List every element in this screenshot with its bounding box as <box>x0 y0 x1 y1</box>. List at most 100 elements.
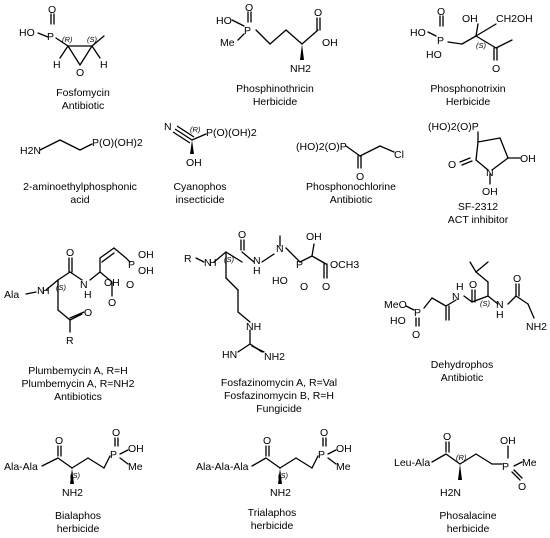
fosfomycin-ho: HO <box>19 27 35 39</box>
plumbemycin-h2: H <box>84 289 92 301</box>
plumbemycin-s: (S) <box>56 283 67 292</box>
bialaphos-name: Bialaphos <box>55 510 101 522</box>
sf2312-p: (HO)2(O)P <box>428 121 479 133</box>
fosfazinomycin-structure: R N H (S) O N H N P OH HO O O OCH3 NH HN… <box>184 229 359 415</box>
plumbemycin-o-am: O <box>66 247 74 259</box>
sf2312-o: O <box>448 159 456 171</box>
trialaphos-nh2: NH2 <box>270 487 291 499</box>
plumbemycin-p: P <box>128 259 135 271</box>
fosfazinomycin-hn: HN <box>222 349 237 361</box>
phosalacine-role: herbicide <box>447 523 490 535</box>
phosphonochlorine-structure: (HO)2(O)P Cl O Phosphonochlorine Antibio… <box>296 141 404 206</box>
fosfomycin-p: P <box>47 31 54 43</box>
dehydrophos-s: (S) <box>480 299 491 308</box>
dehydrophos-n2: N <box>496 299 504 311</box>
dehydrophos-nh2: NH2 <box>526 321 547 333</box>
fosfomycin-o-top: O <box>48 4 56 16</box>
phosalacine-r: (R) <box>456 453 467 462</box>
phosphonochlorine-role: Antibiotic <box>330 194 373 206</box>
plumbemycin-ala: Ala <box>4 289 19 301</box>
dehydrophos-o2: O <box>513 273 521 285</box>
phosphonotrixin-s: (S) <box>476 41 487 50</box>
fosfomycin-o-ring: O <box>76 67 84 79</box>
trialaphos-o-p: O <box>320 427 328 439</box>
aep-p: P(O)(OH)2 <box>92 137 143 149</box>
phosphonotrixin-oh2: OH <box>462 13 478 25</box>
phosphonotrixin-structure: HO P O HO OH CH2OH (S) O Phosphonotrixin… <box>410 6 533 108</box>
cyanophos-p: P(O)(OH)2 <box>206 127 257 139</box>
phosalacine-o-p: O <box>518 481 526 493</box>
fosfazinomycin-n2: N <box>253 255 261 267</box>
plumbemycin-role: Antibiotics <box>54 391 102 403</box>
fosfazinomycin-name2: Fosfazinomycin B, R=H <box>224 390 334 402</box>
fosfazinomycin-r: R <box>184 253 192 265</box>
phosphonochlorine-o: O <box>356 171 364 183</box>
trialaphos-oh: OH <box>336 443 352 455</box>
fosfomycin-r: (R) <box>62 35 73 44</box>
phosphinothricin-me: Me <box>220 37 235 49</box>
phosphinothricin-o-c: O <box>314 7 322 19</box>
trialaphos-p: P <box>318 449 325 461</box>
fosfomycin-role: Antibiotic <box>62 100 105 112</box>
phosphonotrixin-o-ket: O <box>492 63 500 75</box>
phosphonotrixin-ho2: HO <box>426 49 442 61</box>
sf2312-structure: (HO)2(O)P O N OH OH SF-2312 ACT inhibito… <box>428 121 536 226</box>
plumbemycin-name2: Plumbemycin A, R=NH2 <box>22 378 135 390</box>
dehydrophos-h1: H <box>456 281 464 293</box>
cyanophos-r: (R) <box>190 125 201 134</box>
fosfazinomycin-o-e: O <box>322 281 330 293</box>
phosalacine-structure: Leu-Ala O (R) H2N P OH Me O Phosalacine … <box>394 431 537 535</box>
phosalacine-p: P <box>502 461 509 473</box>
phosphinothricin-ho: HO <box>216 15 232 27</box>
phosphinothricin-structure: HO P O Me OH O NH2 Phosphinothricin Herb… <box>216 2 338 108</box>
bialaphos-role: herbicide <box>57 523 100 535</box>
phosphinothricin-nh2: NH2 <box>290 63 311 75</box>
fosfazinomycin-o-p: O <box>300 281 308 293</box>
cyanophos-role: insecticide <box>175 194 224 206</box>
phosphinothricin-name: Phosphinothricin <box>236 83 314 95</box>
aep-h2n: H2N <box>20 145 41 157</box>
trialaphos-name: Trialaphos <box>248 507 297 519</box>
fosfazinomycin-role: Fungicide <box>256 403 302 415</box>
plumbemycin-n2: N <box>80 279 88 291</box>
phosphinothricin-p: P <box>244 25 251 37</box>
cyanophos-n: N <box>164 121 172 133</box>
dehydrophos-ho: HO <box>390 315 406 327</box>
fosfazinomycin-och3: OCH3 <box>330 259 359 271</box>
plumbemycin-oh2: OH <box>138 265 154 277</box>
plumbemycin-structure: Ala N H (S) O N H OH O P OH OH O O R Plu… <box>4 247 154 403</box>
plumbemycin-h1: H <box>42 285 50 297</box>
phosalacine-me: Me <box>522 457 537 469</box>
sf2312-role: ACT inhibitor <box>448 214 509 226</box>
phosphonotrixin-name: Phosphonotrixin <box>430 83 505 95</box>
bialaphos-s: (S) <box>70 471 81 480</box>
plumbemycin-oh: OH <box>138 249 154 261</box>
fosfazinomycin-name: Fosfazinomycin A, R=Val <box>221 377 337 389</box>
fosfazinomycin-n3: N <box>276 243 284 255</box>
fosfomycin-structure: HO P O (R) (S) H H O Fosfomycin Antibiot… <box>19 4 110 112</box>
phosphinothricin-role: Herbicide <box>253 96 298 108</box>
fosfomycin-h-l: H <box>53 59 61 71</box>
dehydrophos-h2: H <box>496 309 504 321</box>
plumbemycin-name: Plumbemycin A, R=H <box>28 365 128 377</box>
bialaphos-me: Me <box>128 461 143 473</box>
phosphonochlorine-p: (HO)2(O)P <box>296 141 347 153</box>
aep-name: 2-aminoethylphosphonic <box>23 181 137 193</box>
cyanophos-structure: N (R) P(O)(OH)2 OH Cyanophos insecticide <box>164 121 257 206</box>
bialaphos-o: O <box>55 435 63 447</box>
bialaphos-structure: Ala-Ala O (S) NH2 P OH Me O Bialaphos he… <box>4 427 144 535</box>
plumbemycin-r: R <box>66 335 74 347</box>
phosalacine-h2n: H2N <box>440 487 461 499</box>
fosfazinomycin-ho: HO <box>272 275 288 287</box>
phosalacine-oh: OH <box>500 435 516 447</box>
fosfazinomycin-nh: NH <box>246 321 261 333</box>
fosfazinomycin-nh2: NH2 <box>264 351 285 363</box>
dehydrophos-n1: N <box>452 291 460 303</box>
bialaphos-p: P <box>110 449 117 461</box>
aep-role: acid <box>70 194 89 206</box>
bialaphos-pep: Ala-Ala <box>4 461 38 473</box>
phosphinothricin-o-top: O <box>245 2 253 14</box>
phosphonotrixin-p: P <box>437 35 444 47</box>
dehydrophos-name: Dehydrophos <box>431 359 493 371</box>
